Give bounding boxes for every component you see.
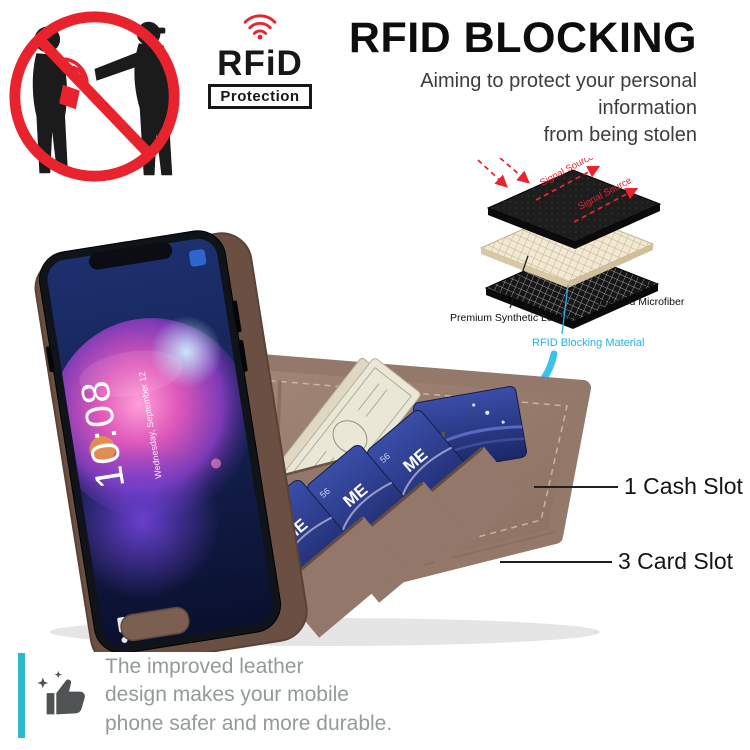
radio-waves-icon <box>243 14 277 40</box>
prohibition-circle-icon <box>9 11 180 182</box>
thumbs-up-icon <box>37 670 85 714</box>
rfid-layers-diagram: Signal Source Signal Source Premium Synt… <box>450 158 685 400</box>
volume-button <box>232 300 242 333</box>
page-title: RFID BLOCKING <box>348 14 697 62</box>
notch <box>88 242 173 270</box>
no-pickpocket-sign <box>9 11 180 182</box>
headline-block: RFID BLOCKING Aiming to protect your per… <box>325 14 697 149</box>
banner-line-3: phone safer and more durable. <box>105 711 393 735</box>
card-slots: 56 ME 56 ME 56 ME <box>247 410 525 638</box>
card-slot-label: 3 Card Slot <box>618 548 734 574</box>
rfid-pointer <box>561 284 569 335</box>
banner-line-2: design makes your mobile <box>105 683 349 707</box>
logo-title: RFiD <box>217 44 303 83</box>
headline-subtitle: Aiming to protect your personal informat… <box>325 68 697 149</box>
microfiber-pointer <box>629 284 649 297</box>
banner-text: The improved leather design makes your m… <box>105 653 392 739</box>
banner-accent-bar <box>18 653 25 738</box>
wallet-case-photo: 56 ME 56 ME 56 ME <box>34 230 600 652</box>
volume-button <box>238 340 248 372</box>
banner-line-1: The improved leather <box>105 654 304 678</box>
power-button <box>45 346 55 373</box>
microfiber-label: Imitated Microfiber <box>598 296 685 308</box>
feature-banner: The improved leather design makes your m… <box>18 653 745 738</box>
signal-arrows <box>477 158 639 223</box>
logo-subtitle: Protection <box>208 84 312 109</box>
rfid-material-label: RFID Blocking Material <box>532 337 644 349</box>
stolen-wallet <box>59 84 80 110</box>
app-icon <box>189 249 207 267</box>
subtitle-line-2: from being stolen <box>543 124 697 147</box>
magnetic-flap <box>120 606 190 642</box>
phone-screen <box>44 235 276 649</box>
leather-pointer <box>509 255 529 309</box>
layer-leather <box>486 169 662 249</box>
card-number: 56 <box>318 486 332 500</box>
rfid-protection-logo: RFiD Protection <box>200 12 320 109</box>
card-slot-pointer <box>500 561 612 563</box>
cash-slot-label: 1 Cash Slot <box>624 473 743 499</box>
phone: 10:08 Wednesday, September 12 <box>38 230 282 652</box>
leather-label: Premium Synthetic Leather <box>450 312 577 324</box>
subtitle-line-1: Aiming to protect your personal informat… <box>420 70 697 120</box>
cash-slot-pointer <box>534 486 618 488</box>
card-number: 56 <box>378 451 392 465</box>
